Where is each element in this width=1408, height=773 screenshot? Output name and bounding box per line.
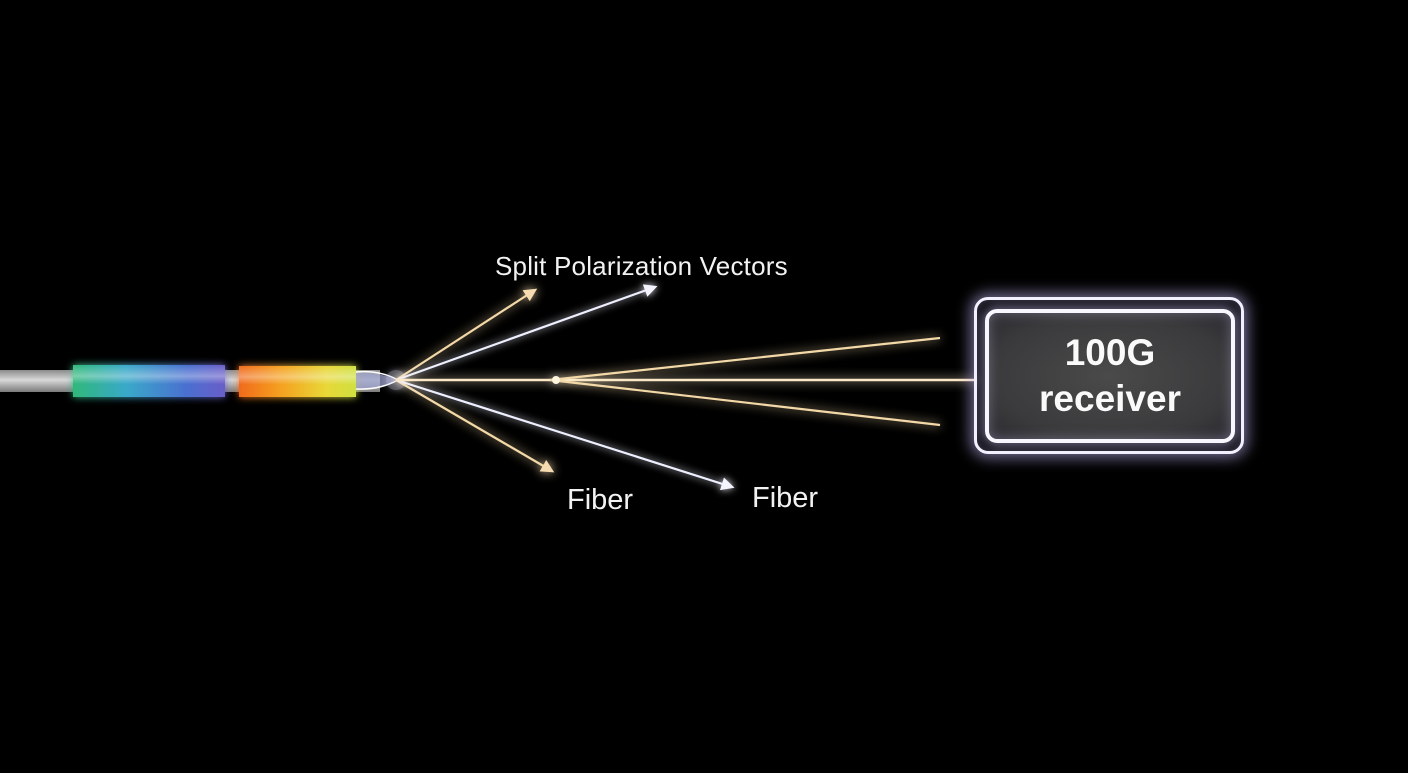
fiber-label-1: Fiber [567, 484, 634, 516]
beams-to-receiver [396, 336, 975, 427]
beam-split-node [552, 376, 560, 384]
fiber-label-2: Fiber [752, 482, 819, 514]
vector-arrow-upper-cool [395, 284, 658, 382]
beam-upper [549, 336, 941, 382]
fiber-cable [0, 365, 399, 397]
split-polarization-vectors-label: Split Polarization Vectors [495, 251, 788, 281]
vector-arrow-lower-cool [395, 378, 735, 491]
receiver-line-2: receiver [1039, 378, 1181, 419]
beam-lower [549, 378, 941, 427]
receiver-line-1: 100G [1064, 332, 1156, 373]
vector-arrow-upper-warm [395, 288, 538, 381]
cable-segment-green-blue [73, 365, 225, 397]
vector-arrow-lower-warm [395, 379, 555, 473]
receiver-outer-frame [974, 297, 1244, 454]
cable-segment-orange-yellow [239, 366, 356, 397]
polarization-vectors [395, 284, 735, 491]
receiver-box: 100G receiver [985, 309, 1235, 443]
